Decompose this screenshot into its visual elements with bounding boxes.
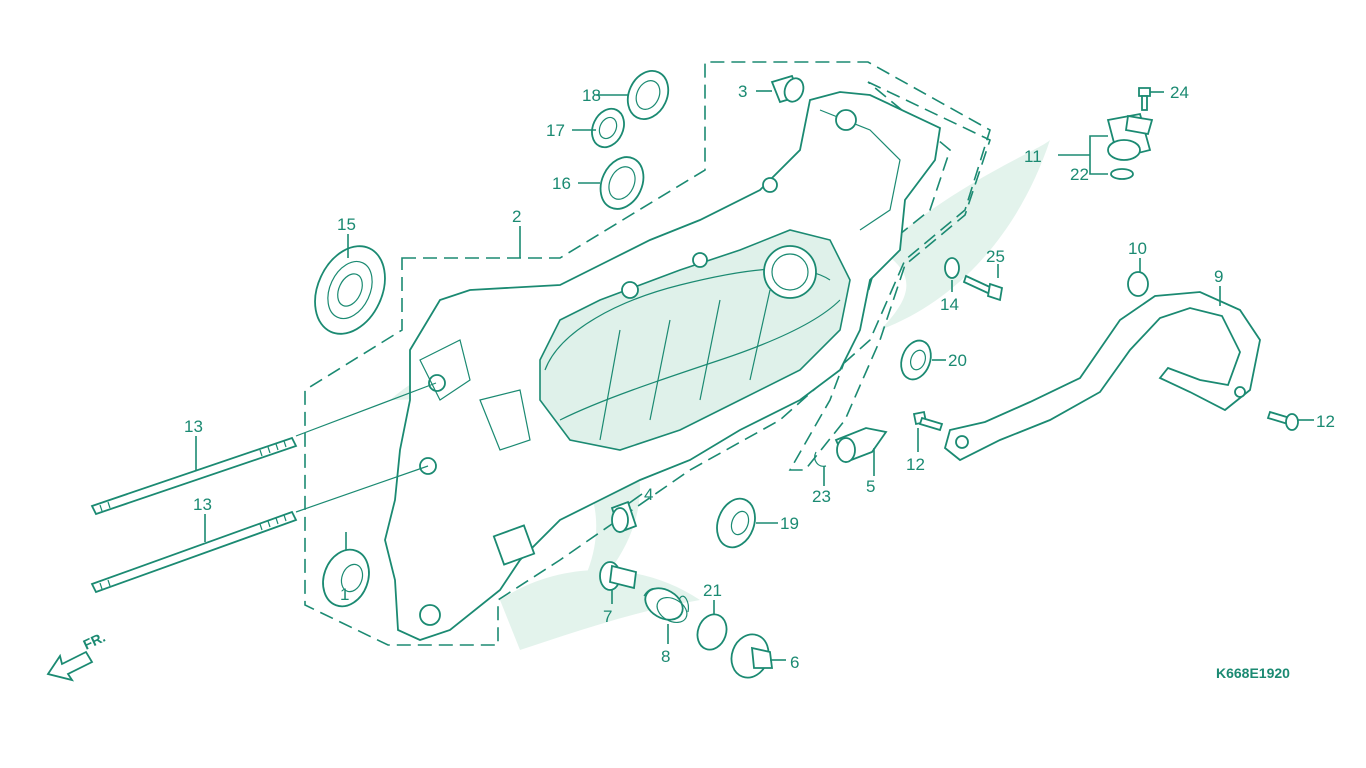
crankcase-group-outline: [304, 61, 991, 646]
callout-9: 9: [1214, 267, 1223, 286]
callout-19: 19: [780, 514, 799, 533]
diagram-code: K668E1920: [1216, 665, 1290, 681]
callout-23: 23: [812, 487, 831, 506]
o-ring-22: [1110, 168, 1134, 180]
bearing-18: [626, 70, 670, 120]
callout-20: 20: [948, 351, 967, 370]
callout-15: 15: [337, 215, 356, 234]
front-direction-arrow: FR.: [46, 629, 108, 682]
callout-8: 8: [661, 647, 670, 666]
bolt-7: [599, 561, 637, 591]
callout-12-right: 12: [1316, 412, 1335, 431]
callout-16: 16: [552, 174, 571, 193]
oil-seal-20: [900, 339, 932, 381]
bolt-12-right: [1266, 410, 1299, 431]
callout-13-lower: 13: [193, 495, 212, 514]
dowel-pin-4: [610, 500, 638, 534]
bearing-16: [599, 156, 645, 210]
drain-plug-6: [730, 633, 774, 679]
bearing-1: [322, 548, 370, 608]
leader-lines: [195, 90, 1314, 661]
callout-18: 18: [582, 86, 601, 105]
callout-7: 7: [603, 607, 612, 626]
o-ring-21: [696, 613, 728, 651]
washer-14: [944, 257, 960, 279]
callout-labels: 1 2 3 4 5 6 7 8 9 10 11 12 12 13 13 14 1…: [184, 82, 1335, 672]
callout-13-upper: 13: [184, 417, 203, 436]
callout-5: 5: [866, 477, 875, 496]
callout-14: 14: [940, 295, 959, 314]
stud-bolt-upper: [90, 436, 298, 516]
speed-sensor-11: [1106, 112, 1154, 161]
bolt-25: [962, 274, 1004, 302]
oil-seal-17: [591, 107, 625, 149]
nut-10: [1127, 271, 1149, 297]
callout-4: 4: [644, 485, 653, 504]
callout-10: 10: [1128, 239, 1147, 258]
collar-3: [770, 74, 805, 104]
left-crankcase: [384, 91, 941, 641]
callout-12-mid: 12: [906, 455, 925, 474]
callout-11: 11: [1024, 147, 1042, 166]
bracket-9: [943, 291, 1261, 462]
callout-22: 22: [1070, 165, 1089, 184]
callout-1: 1: [340, 585, 349, 604]
oil-seal-19: [716, 497, 756, 549]
callout-24: 24: [1170, 83, 1189, 102]
strainer-5: [834, 427, 888, 464]
oil-gauge-group-outline: [788, 81, 991, 471]
callout-17: 17: [546, 121, 565, 140]
callout-21: 21: [703, 581, 722, 600]
callout-25: 25: [986, 247, 1005, 266]
callout-6: 6: [790, 653, 799, 672]
clip-23: [814, 451, 827, 467]
stud-bolt-lower: [90, 510, 298, 594]
callout-2: 2: [512, 207, 521, 226]
bolt-24: [1138, 87, 1151, 111]
bolt-12-mid: [912, 410, 944, 432]
front-direction-label: FR.: [81, 629, 108, 653]
spring-8: [643, 587, 689, 624]
callout-3: 3: [738, 82, 747, 101]
bearing-15: [314, 245, 386, 335]
